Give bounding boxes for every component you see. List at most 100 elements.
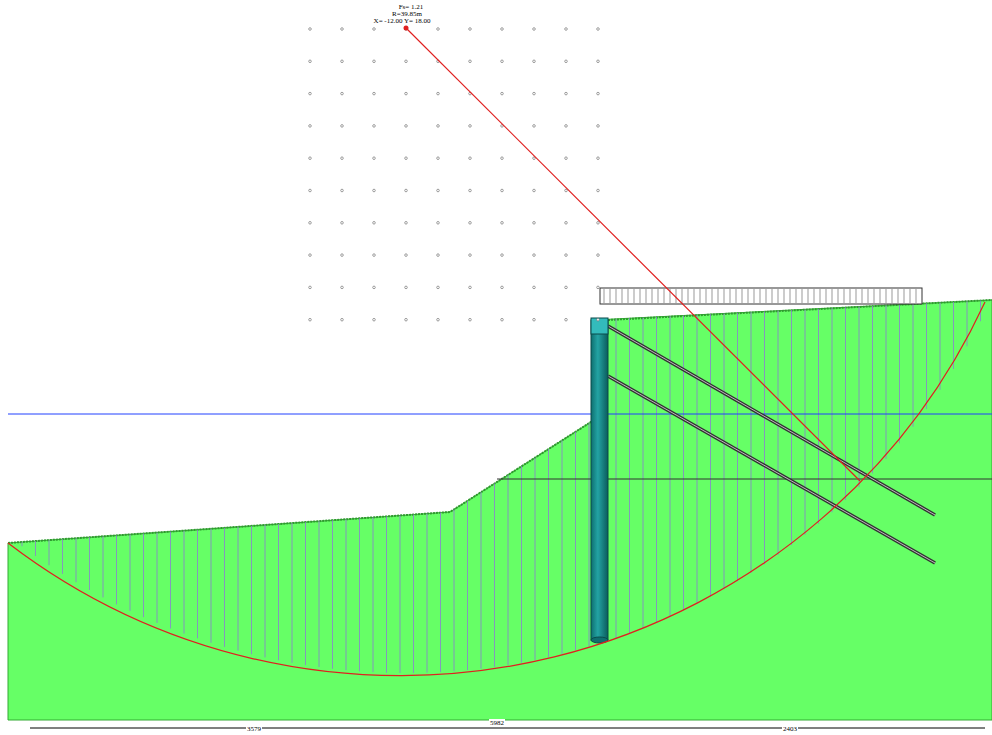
load-hatch [850, 289, 851, 303]
critical-center [404, 26, 409, 31]
slice-line [116, 535, 117, 604]
slice-line [575, 432, 576, 651]
load-hatch [814, 289, 815, 303]
result-label: Fs= 1.21 [398, 3, 425, 11]
load-hatch [778, 289, 779, 303]
load-hatch [742, 289, 743, 303]
slice-line [35, 541, 36, 556]
slice-line [751, 312, 752, 573]
pile-cap [591, 318, 608, 334]
slice-line [130, 534, 131, 611]
load-hatch [784, 289, 785, 303]
grid-point [373, 60, 376, 63]
dimension-label: 3579 [246, 725, 262, 733]
load-hatch [682, 289, 683, 303]
slice-line [467, 501, 468, 670]
slice-line [953, 302, 954, 369]
slice-line [400, 516, 401, 673]
slice-line [359, 518, 360, 671]
slice-line [170, 532, 171, 629]
grid-point [565, 125, 568, 128]
load-hatch [808, 289, 809, 303]
slice-line [427, 514, 428, 673]
slice-line [791, 310, 792, 545]
load-hatch [904, 289, 905, 303]
grid-point [373, 189, 376, 192]
grid-point [309, 28, 312, 31]
grid-point [533, 254, 536, 257]
slice-line [413, 515, 414, 673]
grid-point [469, 125, 472, 128]
load-hatch [772, 289, 773, 303]
grid-point [437, 189, 440, 192]
grid-point [373, 28, 376, 31]
grid-point [437, 254, 440, 257]
load-hatch [658, 289, 659, 303]
slice-line [49, 540, 50, 565]
grid-point [437, 28, 440, 31]
grid-point [437, 125, 440, 128]
grid-point [597, 318, 600, 321]
grid-point [341, 60, 344, 63]
load-hatch [886, 289, 887, 303]
grid-point [565, 60, 568, 63]
slice-line [899, 305, 900, 444]
grid-point [405, 92, 408, 95]
grid-point [437, 222, 440, 225]
load-hatch [916, 289, 917, 303]
load-hatch [790, 289, 791, 303]
load-hatch [622, 289, 623, 303]
grid-point [533, 222, 536, 225]
ground-surface [8, 420, 594, 543]
slice-line [143, 533, 144, 617]
slice-line [89, 537, 90, 590]
grid-point [405, 60, 408, 63]
load-hatch [628, 289, 629, 303]
dimension-line [30, 728, 985, 729]
slice-line [697, 315, 698, 604]
slice-line [548, 449, 549, 657]
grid-point [405, 222, 408, 225]
load-hatch [664, 289, 665, 303]
grid-point [405, 189, 408, 192]
grid-point [373, 254, 376, 257]
grid-point [341, 254, 344, 257]
slice-line [643, 318, 644, 628]
grid-point [501, 60, 504, 63]
grid-point [597, 28, 600, 31]
slice-line [103, 536, 104, 597]
grid-point [469, 60, 472, 63]
grid-point [565, 318, 568, 321]
load-hatch [832, 289, 833, 303]
grid-point [341, 318, 344, 321]
load-hatch [718, 289, 719, 303]
slice-line [805, 309, 806, 534]
load-hatch [868, 289, 869, 303]
slice-line [440, 513, 441, 672]
slice-line [508, 475, 509, 665]
grid-point [501, 157, 504, 160]
slice-line [845, 307, 846, 500]
grid-point [469, 28, 472, 31]
load-hatch [910, 289, 911, 303]
slice-line [818, 309, 819, 524]
grid-point [373, 318, 376, 321]
slice-line [251, 526, 252, 654]
grid-point [469, 222, 472, 225]
load-hatch [898, 289, 899, 303]
layer-boundary [497, 479, 992, 480]
grid-point [437, 92, 440, 95]
ground-anchor [608, 376, 935, 563]
slice-line [319, 521, 320, 667]
load-hatch [802, 289, 803, 303]
slice-line [616, 319, 617, 638]
load-hatch [646, 289, 647, 303]
grid-point [437, 318, 440, 321]
grid-point [341, 286, 344, 289]
slice-line [386, 516, 387, 672]
load-hatch [712, 289, 713, 303]
load-hatch [856, 289, 857, 303]
slice-line [332, 520, 333, 669]
slice-line [710, 314, 711, 596]
grid-point [597, 254, 600, 257]
